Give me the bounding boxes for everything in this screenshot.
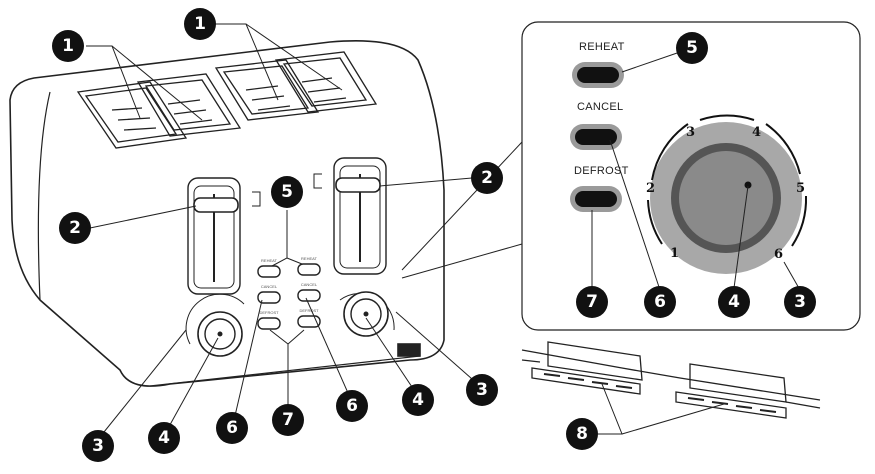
dial-number-1: 1 xyxy=(670,246,679,261)
callout-badge-8: 8 xyxy=(566,418,598,450)
svg-text:1: 1 xyxy=(62,36,74,56)
svg-text:3: 3 xyxy=(92,436,104,456)
browning-scale xyxy=(647,114,808,247)
svg-text:4: 4 xyxy=(728,292,740,312)
svg-text:2: 2 xyxy=(69,218,81,238)
callout-badge-2-left: 2 xyxy=(59,212,91,244)
svg-text:6: 6 xyxy=(654,292,666,312)
svg-text:1: 1 xyxy=(194,14,206,34)
svg-text:2: 2 xyxy=(481,168,493,188)
body-label-right-cancel: CANCEL xyxy=(301,282,318,287)
body-cancel-button-left xyxy=(257,291,281,304)
svg-text:4: 4 xyxy=(412,390,424,410)
callout-badge-3-right: 3 xyxy=(466,374,498,406)
leader-lines xyxy=(86,23,801,435)
body-defrost-button-right xyxy=(297,315,321,328)
svg-text:4: 4 xyxy=(158,428,170,448)
body-buttons-right: REHEAT CANCEL DEFROST xyxy=(297,256,321,328)
callout-badge-6-panel: 6 xyxy=(644,286,676,318)
defrost-label: DEFROST xyxy=(574,165,629,177)
svg-text:3: 3 xyxy=(794,292,806,312)
body-reheat-button-right xyxy=(297,263,321,276)
crumb-trays xyxy=(521,341,821,419)
callout-badge-1-left: 1 xyxy=(52,30,84,62)
svg-text:5: 5 xyxy=(281,182,293,202)
body-reheat-button-left xyxy=(257,265,281,278)
svg-text:5: 5 xyxy=(686,38,698,58)
svg-text:7: 7 xyxy=(282,410,294,430)
body-knob-right xyxy=(339,291,395,337)
callout-badge-5-body: 5 xyxy=(271,176,303,208)
toaster-body xyxy=(9,40,445,387)
callout-badge-7-panel: 7 xyxy=(576,286,608,318)
dial-number-4: 4 xyxy=(752,125,761,140)
callout-badge-1-right: 1 xyxy=(184,8,216,40)
control-panel-inset: REHEAT CANCEL DEFROST 1 2 3 4 5 6 xyxy=(521,21,861,331)
reheat-label: REHEAT xyxy=(579,41,625,53)
body-knob-left xyxy=(185,293,245,357)
body-label-left-defrost: DEFROST xyxy=(259,310,279,315)
svg-text:6: 6 xyxy=(346,396,358,416)
zoom-lines xyxy=(401,141,523,279)
callout-badge-7-body: 7 xyxy=(272,404,304,436)
body-label-right-reheat: REHEAT xyxy=(301,256,317,261)
callout-badge-3-left: 3 xyxy=(82,430,114,462)
callout-badge-6-right: 6 xyxy=(336,390,368,422)
body-buttons-left: REHEAT CANCEL DEFROST xyxy=(257,258,281,330)
callout-badge-2-right: 2 xyxy=(471,162,503,194)
callout-badge-5-panel: 5 xyxy=(676,32,708,64)
dial-number-6: 6 xyxy=(774,247,783,262)
svg-text:3: 3 xyxy=(476,380,488,400)
body-defrost-button-left xyxy=(257,317,281,330)
cancel-label: CANCEL xyxy=(577,101,623,113)
body-label-left-reheat: REHEAT xyxy=(261,258,277,263)
svg-text:7: 7 xyxy=(586,292,598,312)
bread-slots xyxy=(76,51,378,149)
dial-number-2: 2 xyxy=(646,181,655,196)
svg-text:6: 6 xyxy=(226,418,238,438)
right-lever-slot xyxy=(313,157,387,275)
dial-number-5: 5 xyxy=(796,181,805,196)
callout-badge-4-right: 4 xyxy=(402,384,434,416)
left-lever-slot xyxy=(187,177,261,295)
callout-badge-4-panel: 4 xyxy=(718,286,750,318)
body-cancel-button-right xyxy=(297,289,321,302)
callout-badge-6-left: 6 xyxy=(216,412,248,444)
body-label-right-defrost: DEFROST xyxy=(299,308,319,313)
browning-dial xyxy=(650,122,802,274)
dial-number-3: 3 xyxy=(686,125,695,140)
svg-text:8: 8 xyxy=(576,424,588,444)
body-label-left-cancel: CANCEL xyxy=(261,284,278,289)
callout-badge-4-left: 4 xyxy=(148,422,180,454)
callout-badge-3-panel: 3 xyxy=(784,286,816,318)
